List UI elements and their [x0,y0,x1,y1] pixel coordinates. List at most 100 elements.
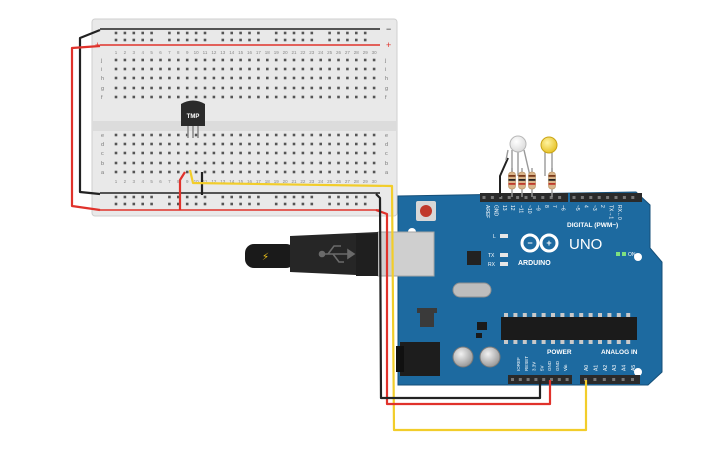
breadboard-hole[interactable] [248,67,251,71]
breadboard-hole[interactable] [248,142,251,146]
breadboard-hole[interactable] [132,38,136,42]
breadboard-hole[interactable] [150,86,153,90]
breadboard-hole[interactable] [114,58,118,62]
breadboard-hole[interactable] [185,202,189,206]
breadboard-hole[interactable] [319,76,322,80]
breadboard-hole[interactable] [301,86,305,90]
breadboard-hole[interactable] [141,142,144,146]
breadboard-hole[interactable] [194,58,198,62]
breadboard-hole[interactable] [114,195,118,199]
breadboard-hole[interactable] [141,67,144,71]
breadboard-hole[interactable] [355,95,358,99]
breadboard-hole[interactable] [372,133,376,137]
breadboard-hole[interactable] [274,151,278,155]
breadboard-hole[interactable] [221,133,225,137]
breadboard-hole[interactable] [248,86,251,90]
breadboard-hole[interactable] [212,76,216,80]
breadboard-hole[interactable] [194,38,198,42]
breadboard-hole[interactable] [203,151,207,155]
breadboard-hole[interactable] [194,202,198,206]
breadboard-hole[interactable] [363,133,367,137]
breadboard-hole[interactable] [168,133,171,137]
breadboard-hole[interactable] [328,58,331,62]
breadboard-hole[interactable] [141,31,144,35]
breadboard-hole[interactable] [346,161,349,165]
breadboard-hole[interactable] [230,67,233,71]
breadboard-hole[interactable] [363,86,367,90]
breadboard-hole[interactable] [372,161,376,165]
breadboard-hole[interactable] [194,67,198,71]
breadboard-hole[interactable] [132,86,136,90]
breadboard-hole[interactable] [248,151,251,155]
breadboard-hole[interactable] [355,133,358,137]
wire-sensor-signal-a0[interactable] [188,169,588,432]
breadboard-hole[interactable] [177,161,180,165]
breadboard-hole[interactable] [328,95,331,99]
breadboard-hole[interactable] [274,133,278,137]
breadboard-hole[interactable] [114,86,118,90]
breadboard-hole[interactable] [150,95,153,99]
breadboard-hole[interactable] [283,170,287,174]
breadboard-hole[interactable] [159,86,162,90]
breadboard-hole[interactable] [177,133,180,137]
breadboard-hole[interactable] [177,170,180,174]
breadboard-hole[interactable] [221,67,225,71]
usb-cable[interactable]: ⚡ [245,232,378,276]
breadboard-hole[interactable] [230,31,233,35]
breadboard-hole[interactable] [248,38,251,42]
analog-header[interactable] [580,375,640,384]
breadboard-hole[interactable] [274,142,278,146]
breadboard-hole[interactable] [177,76,180,80]
breadboard-hole[interactable] [177,67,180,71]
breadboard-hole[interactable] [292,67,296,71]
breadboard-hole[interactable] [257,195,260,199]
breadboard-hole[interactable] [328,76,331,80]
breadboard-hole[interactable] [203,67,207,71]
breadboard-hole[interactable] [292,133,296,137]
breadboard-hole[interactable] [319,58,322,62]
breadboard-hole[interactable] [355,161,358,165]
breadboard-hole[interactable] [283,31,287,35]
breadboard-hole[interactable] [372,142,376,146]
breadboard-hole[interactable] [355,142,358,146]
breadboard-hole[interactable] [283,161,287,165]
yellow-led[interactable] [540,136,558,176]
breadboard-hole[interactable] [301,195,305,199]
breadboard-hole[interactable] [123,38,127,42]
breadboard-hole[interactable] [230,195,233,199]
digital-header-left[interactable] [480,193,568,202]
breadboard-hole[interactable] [310,151,314,155]
breadboard-hole[interactable] [372,95,376,99]
breadboard-hole[interactable] [248,195,251,199]
breadboard-hole[interactable] [310,38,314,42]
breadboard-hole[interactable] [301,133,305,137]
breadboard-hole[interactable] [132,202,136,206]
breadboard-hole[interactable] [150,38,153,42]
breadboard-hole[interactable] [328,31,331,35]
breadboard-hole[interactable] [168,95,171,99]
breadboard-hole[interactable] [239,151,242,155]
breadboard-hole[interactable] [194,76,198,80]
breadboard-hole[interactable] [266,95,269,99]
breadboard-hole[interactable] [363,151,367,155]
breadboard-hole[interactable] [248,161,251,165]
breadboard-hole[interactable] [132,31,136,35]
breadboard-hole[interactable] [168,38,171,42]
breadboard-hole[interactable] [257,95,260,99]
breadboard-hole[interactable] [230,161,233,165]
breadboard-hole[interactable] [141,86,144,90]
breadboard-hole[interactable] [132,142,136,146]
breadboard-hole[interactable] [310,195,314,199]
breadboard-hole[interactable] [203,133,207,137]
breadboard-hole[interactable] [212,133,216,137]
breadboard-hole[interactable] [355,195,358,199]
breadboard-hole[interactable] [194,142,198,146]
breadboard-hole[interactable] [319,151,322,155]
breadboard-hole[interactable] [239,86,242,90]
breadboard-hole[interactable] [283,195,287,199]
breadboard-hole[interactable] [363,142,367,146]
breadboard-hole[interactable] [283,86,287,90]
breadboard-hole[interactable] [301,142,305,146]
breadboard-holes[interactable] [114,31,376,206]
breadboard-hole[interactable] [310,170,314,174]
